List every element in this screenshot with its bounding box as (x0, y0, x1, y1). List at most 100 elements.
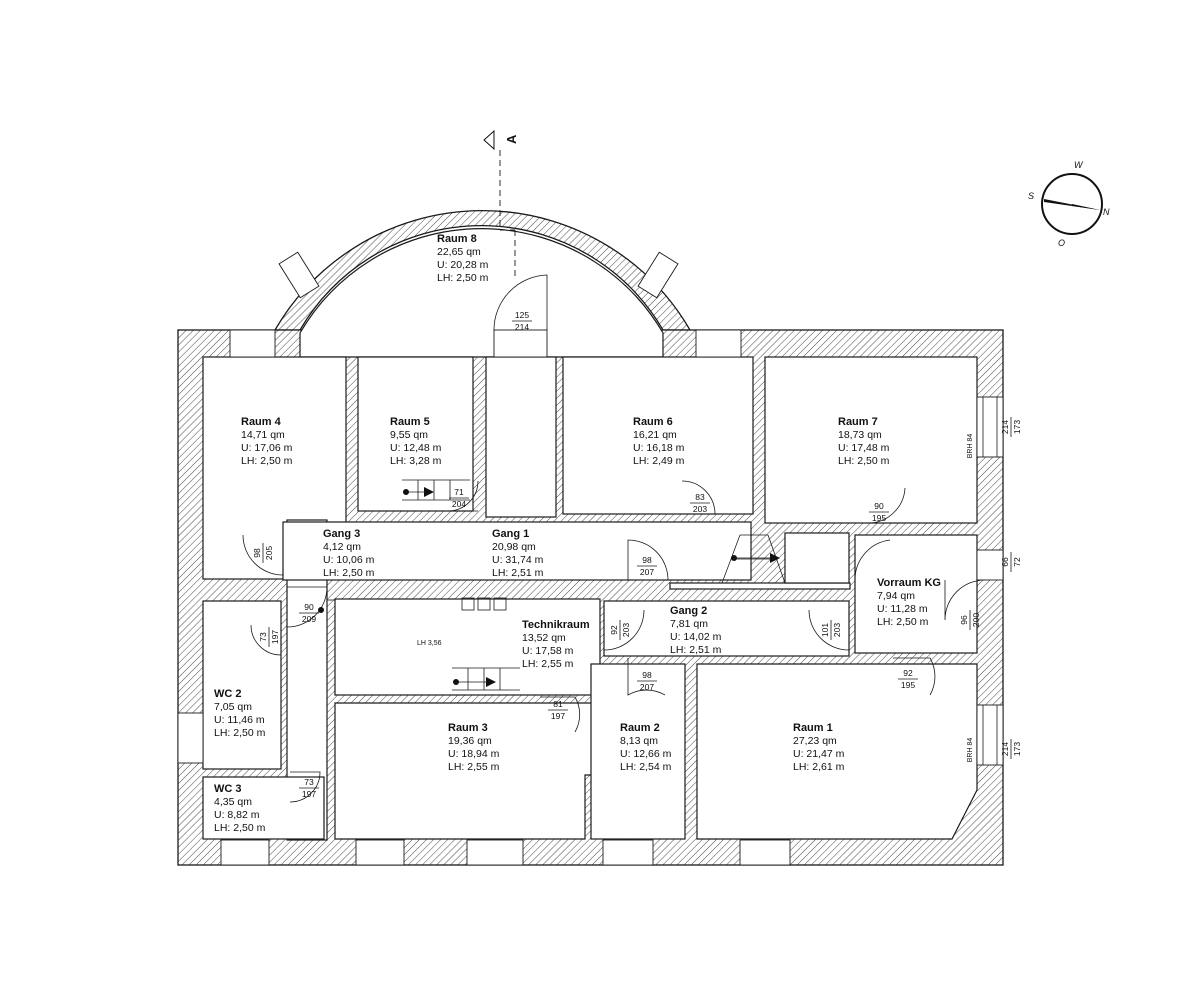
room-height: LH: 2,49 m (633, 455, 685, 467)
door-height: 204 (452, 499, 466, 509)
room-label-wc2: WC 2 7,05 qm U: 11,46 m LH: 2,50 m (214, 688, 266, 739)
door-width: 98 (642, 555, 652, 565)
room-area: 14,71 qm (241, 429, 285, 441)
door-width: 90 (304, 602, 314, 612)
room-perimeter: U: 18,94 m (448, 748, 500, 760)
technikraum-height-note: LH 3,56 (417, 640, 442, 647)
window-width: 66 (1000, 557, 1010, 567)
room-height: LH: 2,51 m (670, 644, 722, 656)
compass-south: S (1028, 191, 1034, 201)
room-perimeter: U: 17,48 m (838, 442, 890, 454)
door-height: 197 (302, 789, 316, 799)
room-name: Raum 7 (838, 416, 878, 428)
room-perimeter: U: 17,58 m (522, 645, 574, 657)
door-height: 195 (901, 680, 915, 690)
room-name: Raum 5 (390, 416, 430, 428)
room-area: 4,12 qm (323, 541, 361, 553)
door-dim: 92 195 (898, 668, 918, 690)
door-height: 203 (832, 623, 842, 637)
windows (177, 251, 1004, 866)
door-height: 209 (302, 614, 316, 624)
door-width: 96 (959, 615, 969, 625)
compass-east: O (1058, 238, 1065, 248)
room-perimeter: U: 8,82 m (214, 809, 260, 821)
door-height: 197 (551, 711, 565, 721)
room-label-gang1: Gang 1 20,98 qm U: 31,74 m LH: 2,51 m (492, 528, 544, 579)
door-dim: 101 203 (820, 620, 842, 640)
door-width: 81 (553, 699, 563, 709)
door-height: 203 (693, 504, 707, 514)
room-label-raum7: Raum 7 18,73 qm U: 17,48 m LH: 2,50 m (838, 416, 890, 467)
room-perimeter: U: 21,47 m (793, 748, 845, 760)
room-name: Technikraum (522, 619, 590, 631)
section-label: A (504, 134, 519, 144)
room-label-raum5: Raum 5 9,55 qm U: 12,48 m LH: 3,28 m (390, 416, 442, 467)
room-perimeter: U: 11,46 m (214, 714, 265, 726)
room-label-vorraum: Vorraum KG 7,94 qm U: 11,28 m LH: 2,50 m (877, 577, 941, 628)
room-label-raum2: Raum 2 8,13 qm U: 12,66 m LH: 2,54 m (620, 722, 672, 773)
room-height: LH: 2,50 m (214, 727, 266, 739)
door-height: 205 (264, 546, 274, 560)
door-dim: 90 209 (299, 602, 319, 624)
door-dim: 83 203 (690, 492, 710, 514)
section-line: A (483, 129, 519, 278)
room-height: LH: 2,50 m (437, 272, 489, 284)
room-height: LH: 2,61 m (793, 761, 845, 773)
room-name: Raum 1 (793, 722, 833, 734)
door-width: 125 (515, 310, 529, 320)
room-name: Raum 4 (241, 416, 282, 428)
door-height: 214 (515, 322, 529, 332)
room-area: 19,36 qm (448, 735, 492, 747)
door-height: 197 (270, 630, 280, 644)
room-height: LH: 2,50 m (838, 455, 890, 467)
room-label-gang3: Gang 3 4,12 qm U: 10,06 m LH: 2,50 m (323, 528, 375, 579)
room-label-raum3: Raum 3 19,36 qm U: 18,94 m LH: 2,55 m (448, 722, 500, 773)
room-area: 16,21 qm (633, 429, 677, 441)
window-sill-height: BRH 84 (967, 738, 974, 763)
door-height: 195 (872, 513, 886, 523)
room-area: 8,13 qm (620, 735, 658, 747)
room-label-gang2: Gang 2 7,81 qm U: 14,02 m LH: 2,51 m (670, 605, 722, 656)
door-height: 207 (640, 682, 654, 692)
room-name: Vorraum KG (877, 577, 941, 589)
room-name: Raum 2 (620, 722, 660, 734)
door-dim: 98 207 (637, 670, 657, 692)
room-name: Gang 2 (670, 605, 707, 617)
door-width: 90 (874, 501, 884, 511)
door-width: 73 (258, 632, 268, 642)
room-label-raum8: Raum 8 22,65 qm U: 20,28 m LH: 2,50 m (437, 233, 489, 284)
room-name: Raum 3 (448, 722, 488, 734)
door-width: 98 (642, 670, 652, 680)
door-width: 101 (820, 623, 830, 637)
room-height: LH: 2,55 m (522, 658, 574, 670)
room-height: LH: 2,50 m (877, 616, 929, 628)
door-dim: 96 200 (959, 610, 981, 630)
window-dim: 214 173 (1000, 739, 1022, 759)
door-dim: 98 205 (252, 543, 274, 563)
room-height: LH: 2,50 m (323, 567, 375, 579)
window-height: 173 (1012, 420, 1022, 434)
room-perimeter: U: 11,28 m (877, 603, 928, 615)
room-area: 7,81 qm (670, 618, 708, 630)
door-dim: 81 197 (548, 699, 568, 721)
room-label-raum1: Raum 1 27,23 qm U: 21,47 m LH: 2,61 m (793, 722, 845, 773)
room-area: 20,98 qm (492, 541, 536, 553)
room-perimeter: U: 20,28 m (437, 259, 489, 271)
door-width: 71 (454, 487, 464, 497)
compass: W S N O (1028, 160, 1110, 248)
room-height: LH: 2,50 m (241, 455, 293, 467)
door-dim: 92 203 (609, 620, 631, 640)
room-spaces (202, 228, 978, 841)
room-name: WC 2 (214, 688, 242, 700)
room-label-wc3: WC 3 4,35 qm U: 8,82 m LH: 2,50 m (214, 783, 266, 834)
room-perimeter: U: 12,48 m (390, 442, 442, 454)
door-dim: 71 204 (449, 487, 469, 509)
door-labels: 125 214 71 204 83 203 90 195 98 205 98 2… (252, 310, 981, 799)
room-height: LH: 2,51 m (492, 567, 544, 579)
room-height: LH: 2,50 m (214, 822, 266, 834)
door-width: 92 (903, 668, 913, 678)
room-area: 13,52 qm (522, 632, 566, 644)
room-label-raum6: Raum 6 16,21 qm U: 16,18 m LH: 2,49 m (633, 416, 685, 467)
door-width: 73 (304, 777, 314, 787)
